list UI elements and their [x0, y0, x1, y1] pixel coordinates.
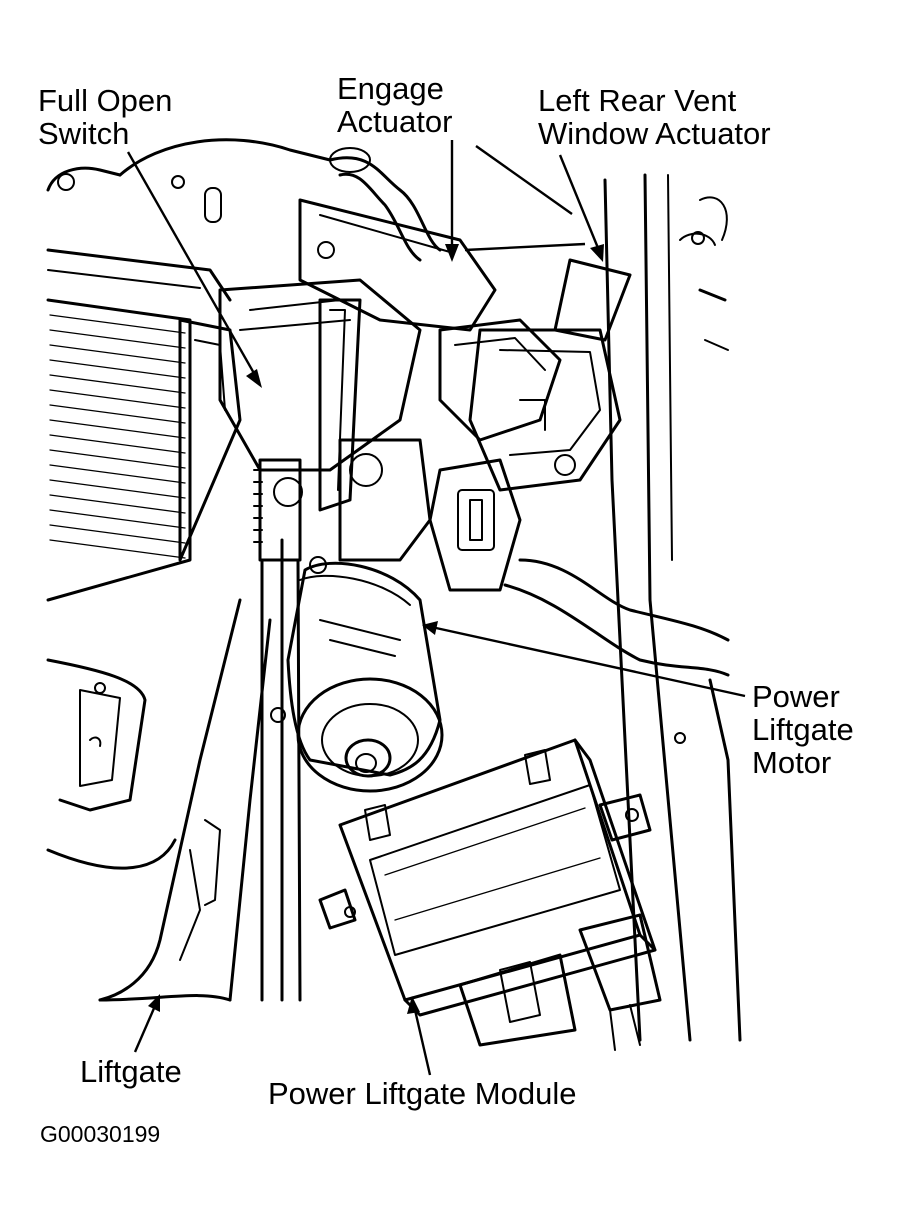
label-engage-actuator: Engage Actuator — [337, 71, 453, 139]
leader-full-open-switch — [126, 151, 257, 376]
liftgate-module — [318, 738, 662, 1051]
label-liftgate: Liftgate — [80, 1054, 182, 1089]
leader-vent-actuator — [558, 154, 600, 249]
leader-liftgate — [133, 1005, 157, 1053]
label-left-rear-vent-window-actuator: Left Rear Vent Window Actuator — [538, 83, 771, 151]
figure-code: G00030199 — [40, 1121, 161, 1147]
leader-lines — [126, 140, 746, 1076]
body-panels — [46, 138, 742, 1042]
label-power-liftgate-motor: Power Liftgate Motor — [752, 679, 854, 780]
vent-window-actuator — [468, 258, 632, 492]
liftgate-motor — [270, 556, 444, 793]
label-full-open-switch: Full Open Switch — [38, 83, 173, 151]
leader-module — [413, 1009, 432, 1076]
label-power-liftgate-module: Power Liftgate Module — [268, 1076, 577, 1111]
leader-motor — [435, 626, 746, 698]
actuator-mechanism — [178, 147, 562, 592]
